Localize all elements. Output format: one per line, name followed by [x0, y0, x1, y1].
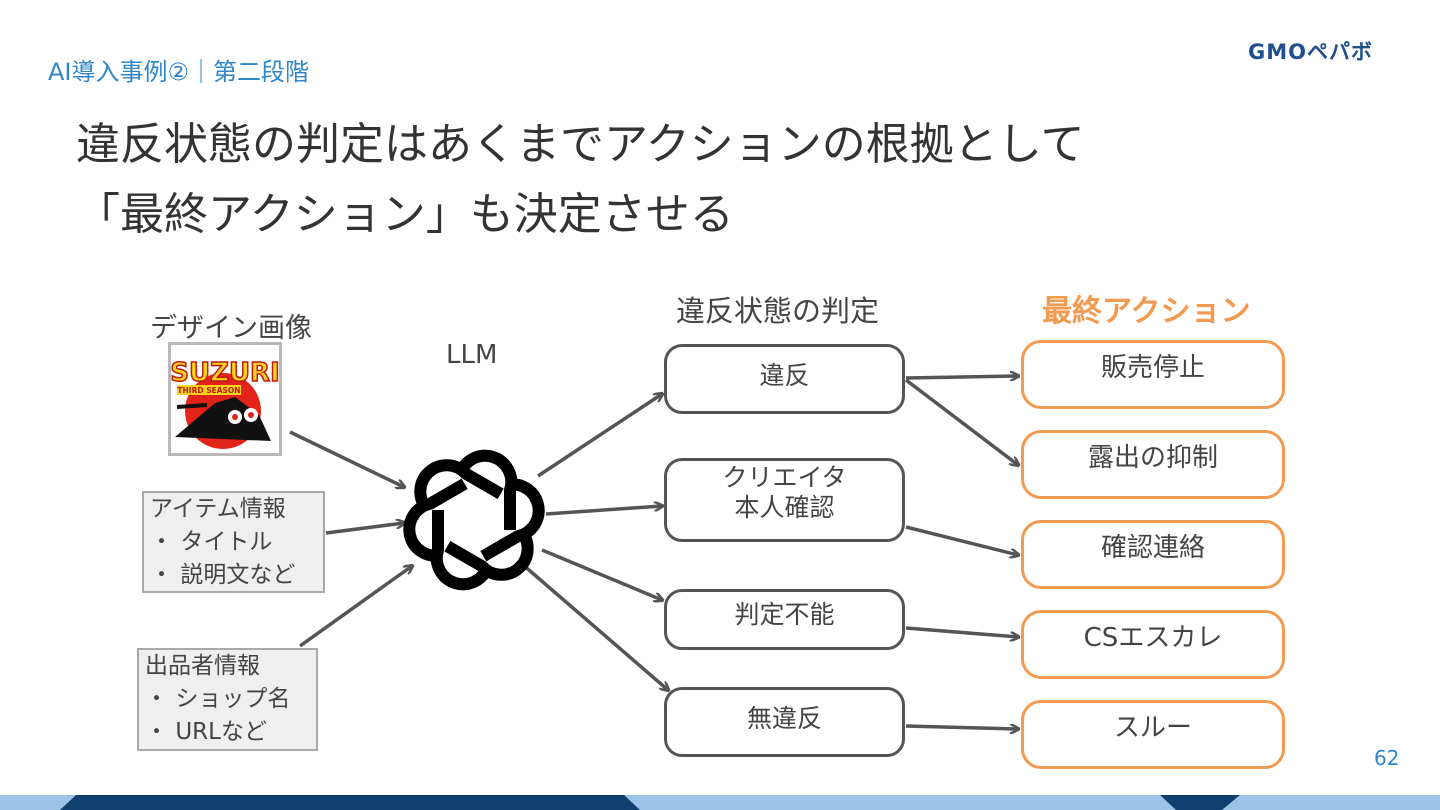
design-image-label: デザイン画像 — [150, 313, 312, 344]
svg-text:THIRD SEASON: THIRD SEASON — [177, 386, 240, 395]
arrow-violation-to-stop — [905, 376, 1018, 378]
arrow-llm-to-undetermined — [541, 548, 662, 600]
arrow-item-to-llm — [325, 523, 404, 535]
arrow-llm-to-creator — [545, 506, 662, 516]
openai-logo-icon — [403, 449, 545, 591]
judgment-creator-line-1: クリエイタ — [722, 463, 847, 492]
item-info-box: アイテム情報 ・ タイトル ・ 説明文など — [142, 491, 325, 593]
judgment-violation: 違反 — [664, 344, 905, 414]
action-cs-escalation: CSエスカレ — [1021, 610, 1285, 679]
list-item: ・ 説明文など — [150, 562, 296, 588]
seller-info-title: 出品者情報 — [145, 653, 260, 679]
arrow-seller-to-llm — [298, 566, 412, 648]
action-confirmation-contact: 確認連絡 — [1021, 520, 1285, 589]
action-stop-sales: 販売停止 — [1021, 340, 1285, 409]
judgment-header: 違反状態の判定 — [676, 294, 880, 328]
footer-band-shapes — [60, 795, 1240, 810]
arrow-llm-to-violation — [537, 394, 662, 478]
slide-title-line-1: 違反状態の判定はあくまでアクションの根拠として — [76, 119, 1085, 170]
company-logo: GMOペパボ — [1248, 40, 1373, 64]
llm-label: LLM — [446, 340, 498, 370]
list-item: ・ URLなど — [145, 719, 267, 745]
seller-info-box: 出品者情報 ・ ショップ名 ・ URLなど — [137, 648, 318, 751]
arrow-undetermined-to-cs — [905, 626, 1018, 637]
section-label: AI導入事例②｜第二段階 — [48, 58, 310, 86]
design-image-thumbnail: SUZURI THIRD SEASON — [168, 342, 282, 456]
arrow-llm-to-no-violation — [520, 562, 668, 690]
action-header: 最終アクション — [1042, 294, 1251, 329]
action-pass-through: スルー — [1021, 700, 1285, 769]
arrow-no-violation-to-through — [905, 726, 1018, 729]
page-number: 62 — [1374, 746, 1400, 770]
list-item: ・ ショップ名 — [145, 686, 291, 712]
arrow-violation-to-suppress — [904, 378, 1018, 465]
arrow-creator-to-contact — [905, 525, 1018, 555]
judgment-undetermined: 判定不能 — [664, 589, 905, 650]
slide-title-line-2: 「最終アクション」も決定させる — [76, 189, 734, 240]
action-suppress-exposure: 露出の抑制 — [1021, 430, 1285, 499]
arrow-design-to-llm — [289, 430, 404, 487]
list-item: ・ タイトル — [150, 529, 273, 555]
judgment-creator-verification: クリエイタ 本人確認 — [664, 458, 905, 542]
judgment-no-violation: 無違反 — [664, 687, 905, 757]
item-info-title: アイテム情報 — [150, 496, 286, 522]
svg-text:SUZURI: SUZURI — [171, 358, 279, 388]
suzuri-design-image: SUZURI THIRD SEASON — [171, 345, 279, 453]
judgment-creator-line-2: 本人確認 — [734, 493, 835, 522]
